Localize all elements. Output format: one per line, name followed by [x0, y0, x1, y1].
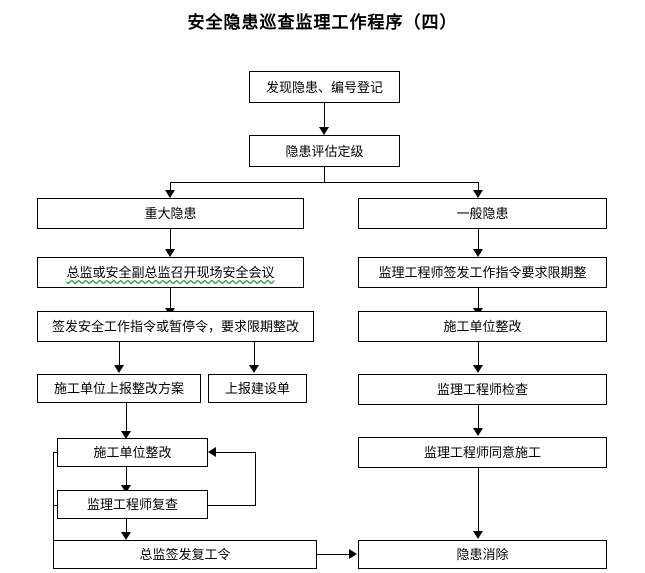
- node-engineer-inspect[interactable]: 监理工程师检查: [358, 374, 607, 405]
- connector-n3-n5: [170, 229, 171, 251]
- arrowhead-n11-n16: [349, 549, 357, 559]
- connector-n14-n15: [478, 405, 479, 430]
- node-major-hazard[interactable]: 重大隐患: [37, 198, 304, 229]
- connector-n11-n16: [317, 554, 350, 555]
- connector-n10-n11: [126, 519, 127, 534]
- arrowhead-n4-n12: [473, 249, 483, 257]
- connector-spine-to-n10: [53, 505, 58, 506]
- node-report-to-construction-unit[interactable]: 上报建设单: [208, 374, 307, 403]
- arrowhead-loop-n10-n9: [208, 447, 216, 457]
- connector-n2-stem: [324, 167, 325, 182]
- arrowhead-n6-n7: [114, 365, 124, 373]
- node-contractor-rectify-right[interactable]: 施工单位整改: [358, 311, 607, 342]
- connector-n13-n14: [478, 342, 479, 367]
- arrowhead-n7-n9: [121, 431, 131, 439]
- arrowhead-n1-n2: [319, 127, 329, 135]
- connector-loop-bottom: [208, 505, 256, 506]
- connector-n12-n13: [478, 288, 479, 310]
- connector-n2-n4-drop: [478, 182, 479, 192]
- connector-n1-n2: [324, 103, 325, 129]
- node-hazard-eliminated[interactable]: 隐患消除: [358, 540, 607, 569]
- node-engineer-approve-construction[interactable]: 监理工程师同意施工: [358, 437, 607, 468]
- node-chief-supervisor-meeting[interactable]: 总监或安全副总监召开现场安全会议: [37, 257, 304, 288]
- node-discover-hazard[interactable]: 发现隐患、编号登记: [249, 71, 400, 103]
- node-chief-issue-resume-order[interactable]: 总监签发复工令: [53, 540, 317, 569]
- connector-loop-right: [255, 452, 256, 505]
- arrowhead-n2-n3: [165, 190, 175, 198]
- node-general-hazard[interactable]: 一般隐患: [358, 198, 607, 229]
- connector-left-spine: [53, 452, 54, 540]
- arrowhead-n3-n5: [165, 249, 175, 257]
- connector-loop-top: [215, 452, 256, 453]
- connector-n6-n7: [119, 342, 120, 367]
- connector-spine-to-n9: [53, 452, 58, 453]
- connector-n9-n10: [126, 467, 127, 487]
- arrowhead-n9-n10: [121, 485, 131, 493]
- node-issue-safety-order[interactable]: 签发安全工作指令或暂停令，要求限期整改: [37, 311, 314, 342]
- node-assess-grade[interactable]: 隐患评估定级: [249, 135, 400, 167]
- connector-n2-bus: [170, 182, 478, 183]
- node-supervisor-recheck[interactable]: 监理工程师复查: [57, 490, 208, 519]
- arrowhead-n6-n8: [249, 365, 259, 373]
- connector-n7-n9: [126, 403, 127, 433]
- connector-n6-n8: [254, 342, 255, 367]
- node-engineer-issue-order[interactable]: 监理工程师签发工作指令要求限期整: [358, 257, 607, 288]
- page-title: 安全隐患巡查监理工作程序（四）: [187, 13, 458, 33]
- connector-n2-n3-drop: [170, 182, 171, 192]
- arrowhead-n14-n15: [473, 428, 483, 436]
- node-contractor-rectify-left[interactable]: 施工单位整改: [57, 438, 208, 467]
- arrowhead-n10-n11: [121, 532, 131, 540]
- connector-n5-n6: [170, 288, 171, 310]
- arrowhead-n13-n14: [473, 365, 483, 373]
- arrowhead-n2-n4: [473, 190, 483, 198]
- connector-n15-n16: [478, 468, 479, 533]
- connector-n4-n12: [478, 229, 479, 251]
- arrowhead-n15-n16: [473, 531, 483, 539]
- node-submit-rectification-plan[interactable]: 施工单位上报整改方案: [37, 374, 201, 403]
